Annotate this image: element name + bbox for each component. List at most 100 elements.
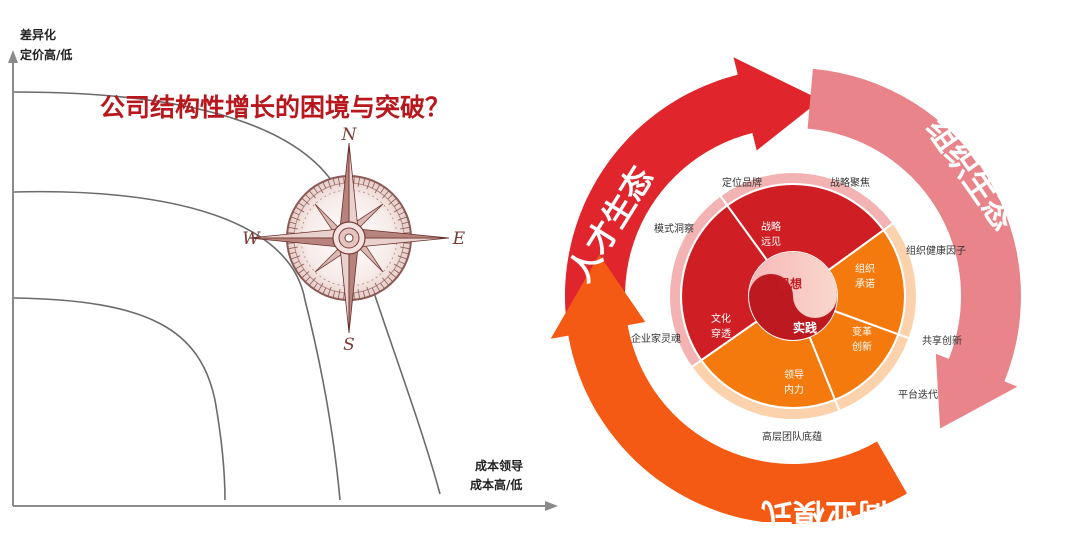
outer-label-insight: 模式洞察 — [654, 222, 694, 235]
strategy-curves — [13, 91, 441, 501]
compass-tick — [322, 181, 327, 189]
compass-tick — [362, 290, 366, 299]
compass-tick — [304, 193, 311, 200]
outer-label-focus: 战略聚焦 — [830, 176, 870, 189]
core-top-label: 思想 — [778, 276, 802, 291]
compass-rose-icon — [248, 142, 450, 334]
left-title: 公司结构性增长的困境与突破？ — [100, 93, 450, 122]
compass-tick — [400, 246, 411, 250]
y-axis-arrowhead — [8, 50, 18, 63]
compass-tick — [287, 232, 295, 234]
compass-west-label: W — [242, 229, 261, 249]
compass-tick — [388, 271, 397, 279]
compass-tick — [380, 282, 385, 290]
core-bottom-label: 实践 — [793, 320, 817, 335]
segment-ring — [680, 183, 906, 409]
compass-tick — [387, 276, 394, 283]
curve-middle — [13, 190, 341, 501]
compass-tick — [371, 287, 376, 295]
outer-label-brand: 定位品牌 — [722, 176, 762, 189]
compass-tick — [388, 197, 397, 205]
compass-tick — [400, 226, 411, 230]
compass-tick — [398, 260, 406, 265]
compass-tick — [357, 289, 361, 300]
compass-tick — [292, 260, 300, 265]
compass-tick — [287, 246, 298, 250]
compass-tick — [371, 181, 376, 189]
compass-tick — [287, 242, 295, 244]
compass-tick — [290, 255, 301, 260]
compass-tick — [382, 277, 390, 286]
compass-tick — [287, 226, 298, 230]
compass-tick — [301, 197, 310, 205]
segment-leadership-line1: 领导 — [784, 368, 804, 381]
y-axis-label-line1: 差异化 — [19, 27, 56, 42]
segment-innovation-line1: 变革 — [852, 325, 872, 338]
cycle-arc-business — [550, 254, 907, 525]
segment-vision-line2: 远见 — [761, 236, 781, 248]
compass-tick — [297, 269, 305, 274]
compass-tick — [343, 292, 345, 300]
compass-tick — [393, 202, 401, 207]
right-panel: 思想 实践 战略 远见 组织 承诺 变革 创新 领导 内力 文化 穿透 定位品牌… — [550, 57, 1023, 534]
compass-tick — [337, 176, 341, 187]
compass-tick — [313, 282, 318, 290]
compass-tick — [313, 186, 318, 194]
core-yinyang-icon — [749, 252, 837, 340]
compass-tick — [288, 221, 297, 225]
compass-tick — [374, 282, 381, 292]
compass-tick — [295, 263, 305, 270]
axes — [8, 50, 558, 511]
cycle-ring — [550, 57, 1021, 525]
compass-tick — [362, 177, 366, 186]
segment-innovation-line2: 创新 — [852, 340, 872, 353]
compass-tick — [317, 282, 324, 292]
compass-tick — [387, 193, 394, 200]
compass-tick — [353, 292, 355, 300]
compass-tick — [295, 206, 305, 213]
x-axis-arrowhead — [545, 501, 558, 511]
compass-tick — [290, 216, 301, 221]
compass-tick — [292, 211, 300, 216]
cycle-arc-talent — [564, 57, 821, 417]
x-axis-label-line1: 成本领导 — [475, 458, 523, 473]
outer-label-team: 高层团队底蕴 — [762, 430, 822, 443]
compass-north-label: N — [341, 125, 358, 145]
compass-tick — [397, 216, 408, 221]
segment-commitment-line1: 组织 — [855, 262, 875, 275]
segment-culture-line1: 文化 — [711, 312, 731, 325]
left-panel: 差异化 定价高/低 成本领导 成本高/低 公司结构性增长的困境与突破？ — [8, 27, 558, 511]
compass-tick — [401, 251, 410, 255]
curve-inner — [13, 297, 226, 501]
compass-tick — [374, 184, 381, 194]
compass-tick — [393, 206, 403, 213]
segment-leadership-line2: 内力 — [784, 383, 804, 396]
compass-tick — [317, 184, 324, 194]
compass-tick — [382, 190, 390, 199]
compass-tick — [308, 190, 316, 199]
compass-tick — [288, 251, 297, 255]
outer-label-sharing: 共享创新 — [922, 334, 962, 347]
compass-tick — [332, 177, 336, 186]
compass-tick — [327, 286, 332, 297]
compass-tick — [308, 277, 316, 286]
compass-tick — [393, 269, 401, 274]
compass-tick — [403, 242, 411, 244]
segment-culture-line2: 穿透 — [711, 327, 731, 340]
compass-tick — [401, 221, 410, 225]
compass-tick — [397, 255, 408, 260]
compass-tick — [380, 186, 385, 194]
cycle-label-business: 商业模式 — [761, 496, 889, 534]
x-axis-label-line2: 成本高/低 — [470, 477, 522, 492]
compass-tick — [366, 179, 371, 190]
cycle-arc-organization — [807, 68, 1021, 429]
compass-tick — [403, 232, 411, 234]
outer-label-platform: 平台迭代 — [898, 388, 938, 401]
outer-label-health: 组织健康因子 — [906, 244, 966, 257]
compass-tick — [332, 290, 336, 299]
compass-tick — [327, 179, 332, 190]
compass-tick — [393, 263, 403, 270]
compass-tick — [297, 202, 305, 207]
y-axis-label-line2: 定价高/低 — [20, 47, 72, 62]
